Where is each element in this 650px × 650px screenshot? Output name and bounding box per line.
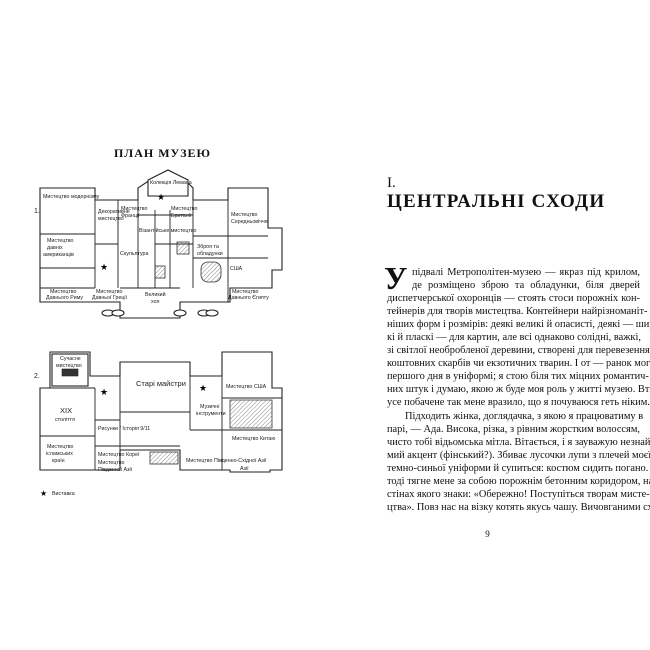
room-great-hall-2: хол [151, 299, 160, 305]
room-byzantium: Візантійське мистецтво [139, 227, 197, 234]
room-rome-2: Давнього Риму [46, 295, 83, 301]
room-sculpture: Скульптура [120, 251, 148, 257]
floor-1-number: 1. [34, 208, 40, 215]
floor-1-plan: 1. ★ ★ Колекція Лемана Мистецтво модерні… [34, 169, 283, 319]
floor-2-plan: 2. ★ ★ Сучасне мистецтво Старі майстри X… [34, 351, 283, 473]
text-line: цтва». Повз нас на візку котять якусь ча… [387, 502, 650, 513]
room-islamic-1: Мистецтво [47, 444, 74, 450]
room-modernism: Мистецтво модернізму [43, 194, 100, 200]
page-number: 9 [485, 529, 490, 539]
text-line: усе побачене так мене вразило, що я почу… [387, 397, 650, 408]
room-xix-1: XIX [60, 406, 72, 415]
room-usa-1: США [230, 266, 243, 272]
text-line: зі світлої необробленої деревини, створе… [387, 345, 650, 356]
drop-cap: У [384, 260, 408, 296]
map-title: ПЛАН МУЗЕЮ [113, 146, 212, 160]
text-line: стінах якого знаки: «Обережно! Поступіть… [387, 489, 650, 500]
exhibit-star-icon: ★ [199, 384, 207, 394]
exhibit-star-icon: ★ [157, 193, 165, 203]
room-contemporary-1: Сучасне [60, 356, 81, 362]
room-lehman: Колекція Лемана [150, 180, 192, 186]
text-line: чисто тобі відьомська мітла. Вітається, … [387, 437, 650, 448]
room-britain-1: Мистецтво [171, 206, 198, 212]
left-page: ПЛАН МУЗЕЮ 1. ★ [34, 146, 283, 498]
legend-label: Виставка [52, 491, 75, 497]
room-great-hall-1: Великий [145, 291, 166, 298]
room-americas-3: американців [43, 252, 74, 258]
room-decorative-2: мистецтво [98, 216, 124, 222]
room-usa-2: Мистецтво США [226, 384, 267, 390]
room-south-asia-1: Мистецтво [98, 460, 125, 466]
text-line: диспетчерської охоронців — стоять стоси … [387, 293, 640, 304]
exhibit-star-icon: ★ [100, 388, 108, 398]
room-americas-2: давніх [47, 245, 63, 251]
legend-star-icon: ★ [40, 489, 47, 498]
room-europe-2: Середньовіччя [231, 219, 268, 225]
room-islamic-3: країн [52, 458, 65, 464]
room-china-2: Мистецтво Південно-Східної Азії [186, 458, 267, 464]
room-greece-2: Давньої Греції [92, 295, 128, 301]
room-drawings: Рисунки / Історія 9/11 [98, 426, 150, 432]
text-line: де розміщено зброю та обладунки, біля дв… [412, 280, 640, 291]
text-line: Підходить жінка, доглядачка, з якою я пр… [405, 411, 644, 422]
room-egypt-2: Давнього Єгипту [228, 295, 269, 301]
right-page: I. ЦЕНТРАЛЬНІ СХОДИ У підвалі Метрополіт… [325, 0, 650, 650]
text-line: підвалі Метрополітен-музею — якраз під к… [412, 267, 640, 278]
room-greece-1: Мистецтво [96, 289, 123, 295]
map-legend: ★ Виставка [40, 489, 75, 498]
museum-map: 1. ★ ★ Колекція Лемана Мистецтво модерні… [34, 169, 283, 498]
room-france-1: Мистецтво [121, 206, 148, 212]
room-asia: Азії [240, 466, 249, 472]
text-line: парі, — Ада. Висока, різка, з рівним жор… [387, 424, 640, 435]
exhibit-star-icon: ★ [100, 263, 108, 273]
text-line: ніших форм і розмірів: деякі великі й оп… [387, 319, 650, 330]
room-egypt-1: Мистецтво [232, 289, 259, 295]
room-britain-2: Британії [171, 213, 192, 219]
floor-2-number: 2. [34, 373, 40, 380]
chapter-number: I. [387, 175, 396, 191]
text-line: темно-синьої уніформи й супиться: костюм… [387, 463, 650, 474]
text-line: першого дня в уніформі; я стою біля тих … [387, 371, 649, 382]
room-instruments-1: Музичні [200, 404, 219, 410]
room-south-asia-2: Південної Азії [98, 467, 133, 473]
text-line: тейнерів для творів мистецтва. Контейнер… [387, 306, 648, 317]
room-decorative-1: Декоративне [98, 209, 130, 215]
room-rome-1: Мистецтво [50, 289, 77, 295]
text-line: них штук і думаю, якою ж буде моя роль у… [387, 384, 650, 395]
text-line: коштовних скарбів чи екзотичних тварин. … [387, 358, 650, 369]
room-weapons-1: Зброя та [197, 244, 219, 250]
text-line: мий акцент (фінський?). Збиває лусочки л… [387, 450, 650, 461]
room-old-masters: Старі майстри [136, 379, 186, 388]
room-france-2: Франції [121, 213, 140, 219]
room-korea: Мистецтво Кореї [98, 452, 140, 458]
room-weapons-2: обладунки [197, 251, 223, 257]
room-europe-1: Мистецтво [231, 212, 258, 218]
text-line: кі й пласкі — для картин, але всі однако… [387, 332, 641, 343]
room-china-1: Мистецтво Китаю [232, 436, 275, 442]
chapter-title: ЦЕНТРАЛЬНІ СХОДИ [387, 191, 606, 212]
room-islamic-2: ісламських [46, 451, 73, 457]
room-xix-2: століття [55, 417, 75, 423]
room-instruments-2: інструменти [196, 411, 226, 417]
text-line: тоді тягне мене за собою порожнім бетонн… [387, 476, 650, 487]
room-contemporary-2: мистецтво [56, 363, 82, 369]
room-americas-1: Мистецтво [47, 238, 74, 244]
